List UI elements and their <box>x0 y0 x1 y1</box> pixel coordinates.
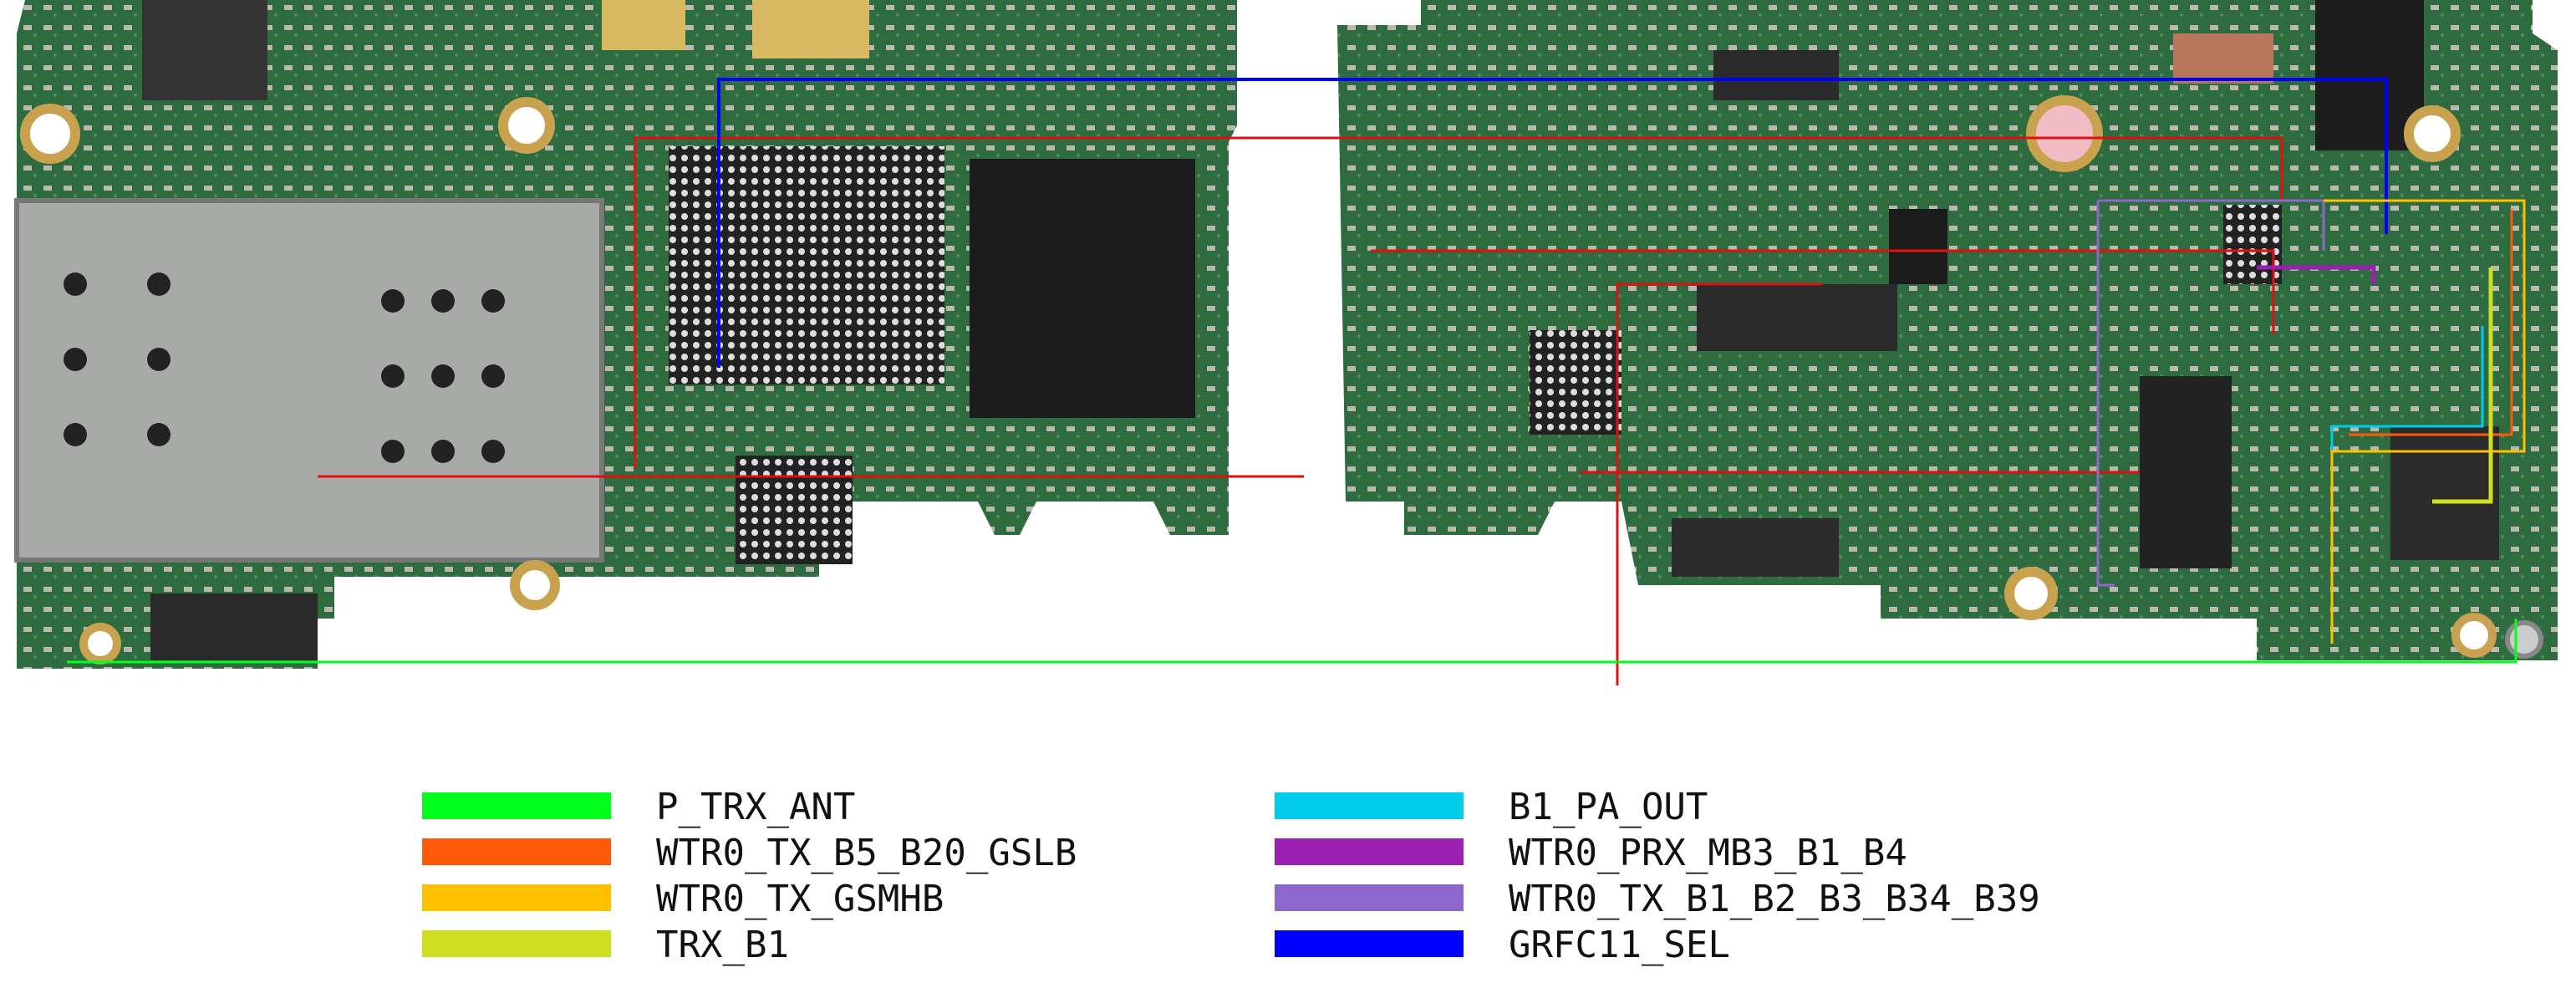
connector <box>150 593 318 660</box>
legend-label: WTR0_TX_B1_B2_B3_B34_B39 <box>1509 878 2040 920</box>
trace-grfc11-sel <box>717 78 2388 368</box>
connector <box>142 0 267 100</box>
legend-swatch <box>422 792 611 819</box>
connector <box>1697 284 1897 351</box>
right-board <box>1337 0 2558 660</box>
transceiver-chip <box>1530 330 1621 435</box>
legend-item-grfc11-sel: GRFC11_SEL <box>1275 924 2194 966</box>
pmic-chip <box>736 456 853 564</box>
legend-swatch <box>1275 884 1464 911</box>
legend-item-b1-pa-out: B1_PA_OUT <box>1275 786 2194 828</box>
legend-label: WTR0_PRX_MB3_B1_B4 <box>1509 832 1907 874</box>
power-trace <box>318 136 2283 685</box>
legend-swatch <box>422 838 611 865</box>
legend-label: WTR0_TX_GSMHB <box>656 878 944 920</box>
rf-chip <box>2390 426 2499 560</box>
legend-label: TRX_B1 <box>656 924 789 966</box>
legend-swatch <box>422 884 611 911</box>
legend-swatch <box>1275 792 1464 819</box>
legend-item-wtr0-tx-b1-b2-b3-b34-b39: WTR0_TX_B1_B2_B3_B34_B39 <box>1275 878 2194 920</box>
pcb-board-diagram <box>14 0 2558 685</box>
cpu-chip <box>669 146 944 385</box>
legend-label: P_TRX_ANT <box>656 786 856 828</box>
connector <box>1672 518 1839 577</box>
trace-wtr0-tx-gsmhb <box>2324 199 2526 644</box>
legend-label: GRFC11_SEL <box>1509 924 1730 966</box>
memory-chip <box>970 159 1195 418</box>
legend-item-trx-b1: TRX_B1 <box>422 924 1341 966</box>
legend-swatch <box>422 930 611 957</box>
legend-swatch <box>1275 838 1464 865</box>
sim-tray <box>14 198 604 563</box>
pa-module <box>2140 376 2232 568</box>
legend-swatch <box>1275 930 1464 957</box>
legend-item-wtr0-tx-b5-b20-gslb: WTR0_TX_B5_B20_GSLB <box>422 832 1341 874</box>
left-board <box>14 0 1237 669</box>
trace-wtr0-tx-b5 <box>2349 209 2513 436</box>
trace-p-trx-ant <box>67 619 2517 664</box>
legend-item-wtr0-tx-gsmhb: WTR0_TX_GSMHB <box>422 878 1341 920</box>
legend-label: WTR0_TX_B5_B20_GSLB <box>656 832 1077 874</box>
legend-item-wtr0-prx-mb3-b1-b4: WTR0_PRX_MB3_B1_B4 <box>1275 832 2194 874</box>
signal-traces <box>67 78 2526 685</box>
legend-label: B1_PA_OUT <box>1509 786 1708 828</box>
trace-wtr0-prx <box>2257 265 2376 284</box>
legend-item-p-trx-ant: P_TRX_ANT <box>422 786 1341 828</box>
trace-trx-b1 <box>2432 267 2493 504</box>
